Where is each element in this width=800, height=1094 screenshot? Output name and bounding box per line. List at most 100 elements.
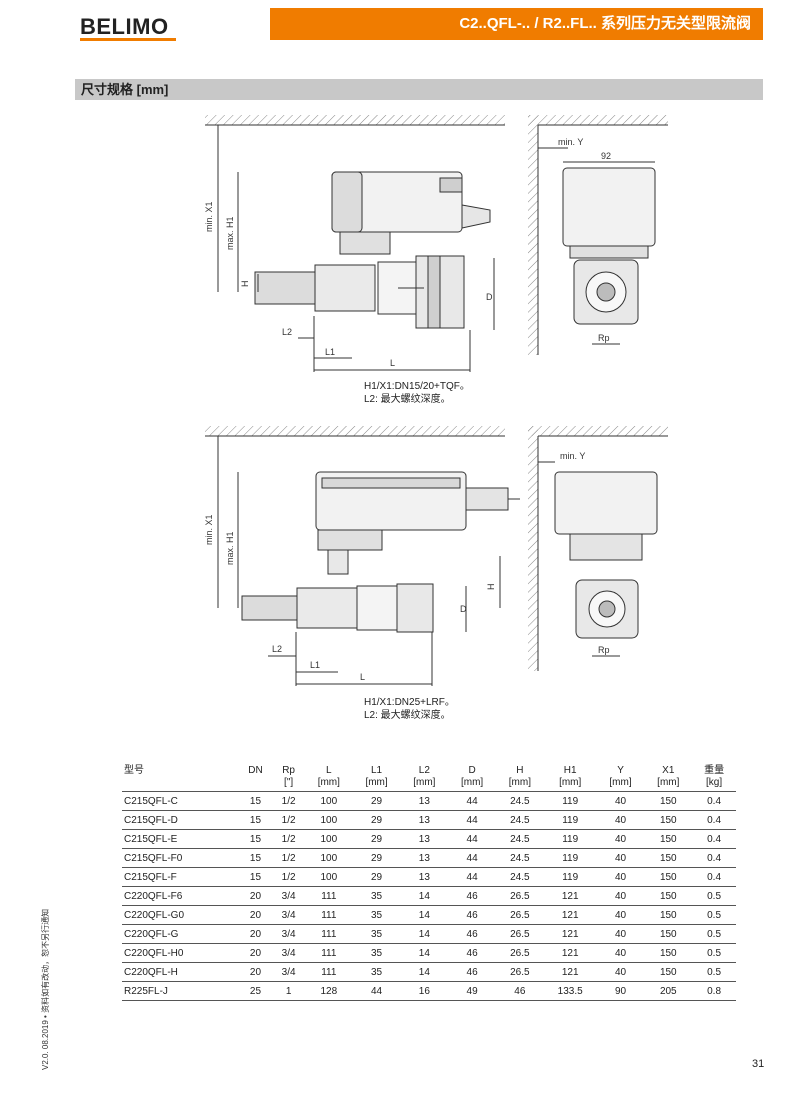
column-header: H1[mm] [544,764,597,792]
column-header-unit: [mm] [460,777,484,788]
table-cell: 3/4 [272,943,305,963]
table-cell: C215QFL-F [122,867,239,887]
table-cell: C215QFL-E [122,829,239,849]
table-cell: 44 [448,867,496,887]
table-cell: 0.4 [692,791,736,811]
table-cell: C220QFL-H0 [122,943,239,963]
d1-l2-label: L2 [282,327,292,337]
column-header: L2[mm] [400,764,448,792]
table-cell: 14 [400,905,449,925]
table-cell: 150 [644,829,693,849]
table-cell: 150 [644,886,693,906]
drawing1-note-line1: H1/X1:DN15/20+TQF。 [364,381,470,392]
table-cell: C215QFL-D [122,810,239,830]
column-header-unit: [mm] [317,777,340,788]
table-cell: 13 [400,829,449,849]
d2-maxh1-label: max. H1 [225,531,235,565]
d1-maxh1-label: max. H1 [225,216,235,250]
table-cell: 13 [400,867,449,887]
table-cell: 44 [448,829,496,849]
d2-rp-label: Rp [598,645,610,655]
column-header-unit: [mm] [559,777,582,788]
table-cell: 44 [448,791,496,811]
table-cell: 121 [543,924,597,944]
page-number: 31 [752,1058,765,1070]
table-cell: 40 [596,791,645,811]
table-cell: 100 [304,867,353,887]
table-cell: 0.4 [692,867,736,887]
column-header: DN [239,764,273,792]
table-cell: 49 [448,981,496,1001]
column-header-label: L1 [371,765,383,776]
column-header-unit: [mm] [365,777,388,788]
belimo-logo: BELIMO [80,14,169,39]
table-cell: 20 [238,943,273,963]
column-header: D[mm] [448,764,496,792]
table-cell: 0.8 [692,981,736,1001]
table-cell: 119 [543,848,597,868]
table-cell: 121 [543,943,597,963]
drawing2-note-line1: H1/X1:DN25+LRF。 [364,697,455,708]
table-cell: 1/2 [272,810,305,830]
table-cell: 26.5 [495,905,544,925]
table-cell: 100 [304,829,353,849]
table-cell: 3/4 [272,924,305,944]
table-cell: 46 [448,886,496,906]
table-cell: 35 [352,962,401,982]
table-cell: 35 [352,886,401,906]
table-cell: 15 [238,810,273,830]
table-cell: 3/4 [272,886,305,906]
d2-minx1-label: min. X1 [204,514,214,545]
drawing2-note: H1/X1:DN25+LRF。 L2: 最大螺纹深度。 [364,696,455,722]
d1-h-label: H [240,281,250,288]
table-cell: 121 [543,905,597,925]
column-header-unit: [mm] [508,777,531,788]
table-cell: 14 [400,886,449,906]
column-header-unit: [mm] [609,777,632,788]
table-cell: 44 [352,981,401,1001]
table-cell: 119 [543,810,597,830]
table-cell: 111 [304,962,353,982]
table-cell: C220QFL-G [122,924,239,944]
table-cell: 0.4 [692,829,736,849]
table-cell: 100 [304,791,353,811]
column-header: 型号 [122,764,239,792]
table-cell: 0.5 [692,886,736,906]
table-cell: 1/2 [272,867,305,887]
table-cell: 29 [352,829,401,849]
side-revision-note: V2.0. 08.2019 • 资料如有改动，恕不另行通知 [41,908,50,1070]
table-cell: 20 [238,886,273,906]
drawing1-note: H1/X1:DN15/20+TQF。 L2: 最大螺纹深度。 [364,380,470,406]
column-header-label: X1 [662,765,675,776]
table-cell: 35 [352,905,401,925]
column-header-label: Y [617,765,624,776]
table-cell: 20 [238,924,273,944]
column-header: Rp["] [272,764,305,792]
table-cell: 29 [352,791,401,811]
column-header-unit: [mm] [657,777,680,788]
column-header-label: 型号 [124,765,144,776]
table-cell: R225FL-J [122,981,239,1001]
table-cell: C220QFL-G0 [122,905,239,925]
table-cell: 150 [644,810,693,830]
d2-l2-label: L2 [272,644,282,654]
table-cell: 24.5 [495,848,544,868]
table-cell: 205 [644,981,693,1001]
table-cell: 15 [238,829,273,849]
table-cell: 15 [238,848,273,868]
column-header: 重量[kg] [692,764,736,792]
column-header: L1[mm] [353,764,401,792]
column-header-label: DN [248,765,263,776]
column-header: H[mm] [496,764,544,792]
table-cell: 15 [238,791,273,811]
table-cell: 0.5 [692,943,736,963]
table-cell: 90 [596,981,645,1001]
